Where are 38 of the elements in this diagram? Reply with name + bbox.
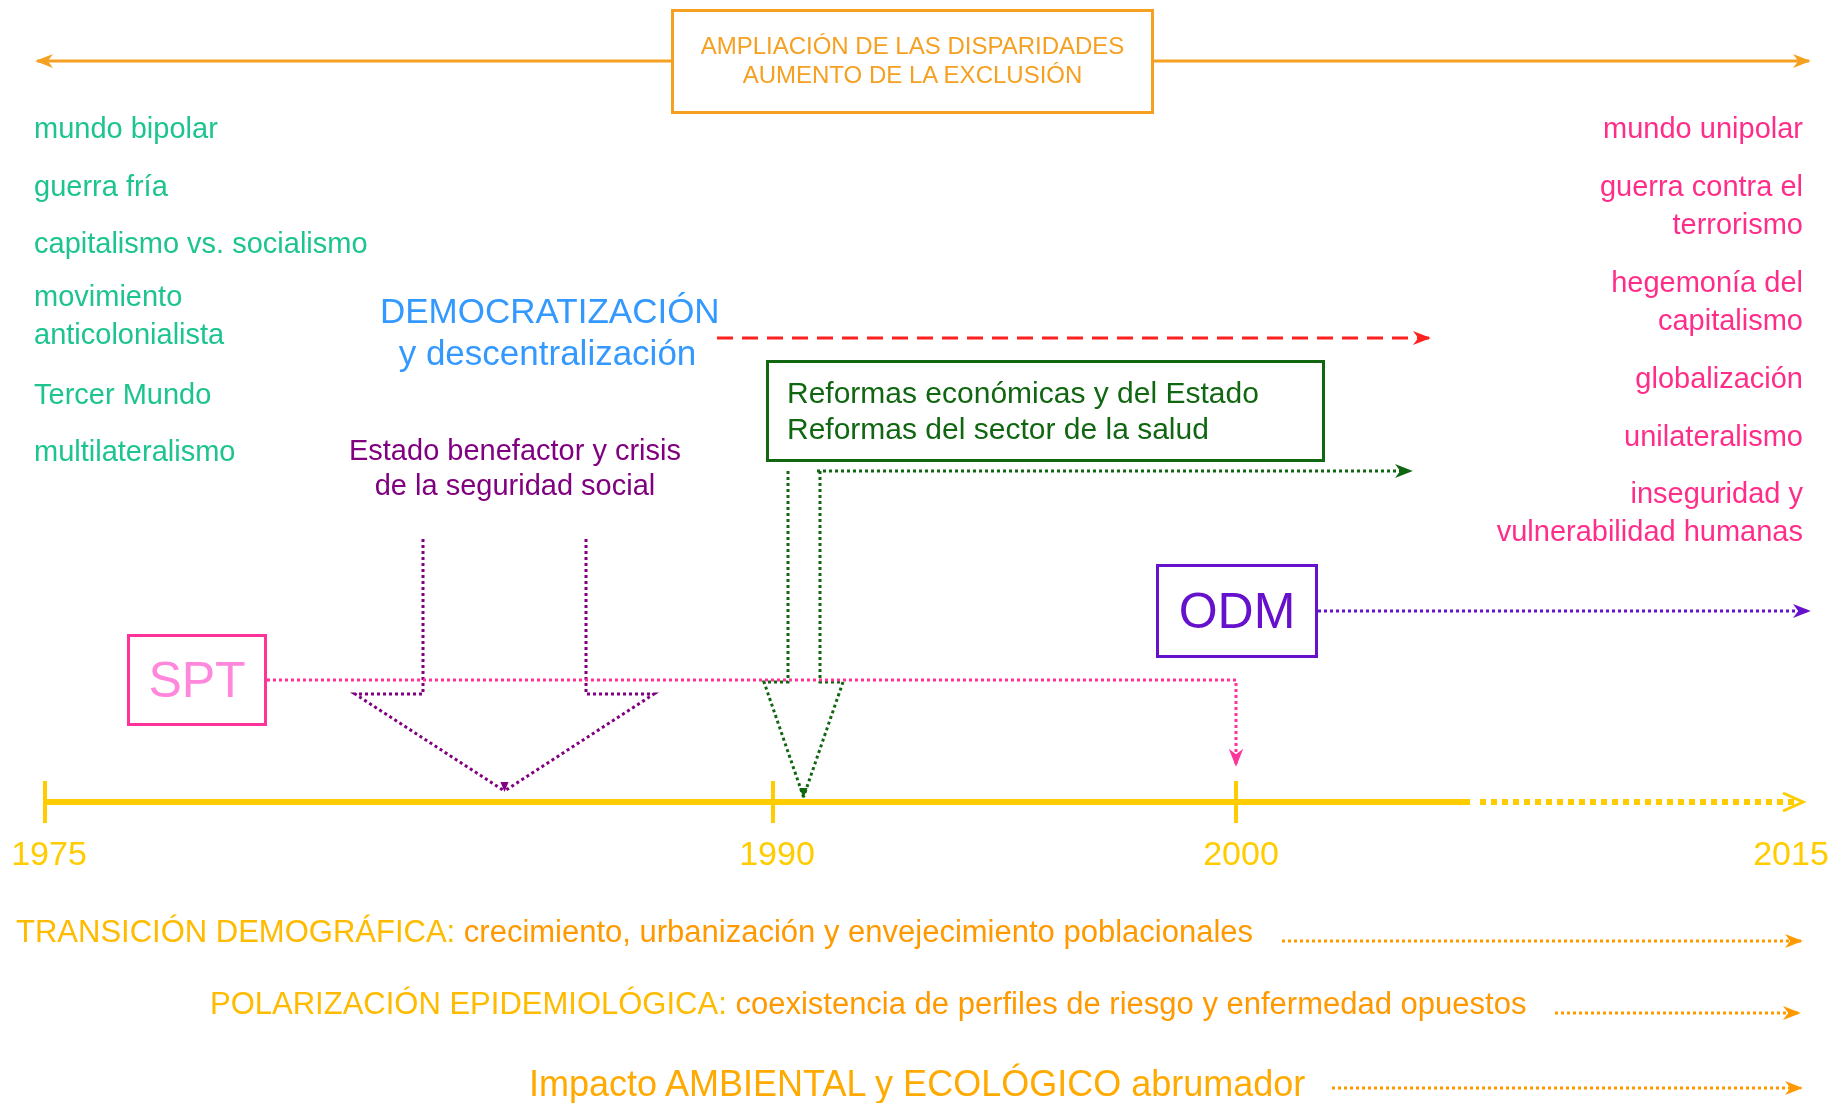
reform-box: Reformas económicas y del Estado Reformas del sector de la salud <box>766 360 1325 462</box>
context-label: mundo unipolar <box>1603 111 1803 146</box>
context-label: hegemonía del capitalismo <box>1610 265 1803 338</box>
context-label: mundo bipolar <box>34 111 218 146</box>
trend-text: crecimiento, urbanización y envejecimiento poblacionales <box>463 914 1254 949</box>
context-label: capitalismo vs. socialismo <box>34 226 368 261</box>
arrow <box>1154 53 1811 69</box>
year-label: 1975 <box>10 833 88 874</box>
trend-text: Impacto AMBIENTAL y ECOLÓGICO abrumador <box>529 1063 1306 1103</box>
hollow-arrow <box>761 469 846 799</box>
context-label: multilateralismo <box>34 434 236 469</box>
arrow <box>1555 1005 1801 1021</box>
title-box: AMPLIACIÓN DE LAS DISPARIDADES AUMENTO DE LA EXCLUSIÓN <box>671 9 1154 114</box>
context-label: Tercer Mundo <box>34 377 212 412</box>
context-label: movimiento anticolonialista <box>34 279 226 352</box>
arrow <box>817 463 1413 479</box>
arrow <box>1318 603 1811 619</box>
context-label: guerra fría <box>34 169 168 204</box>
note-text: Estado benefactor y crisis de la seguridad social <box>340 433 690 513</box>
context-label: unilateralismo <box>1624 419 1803 454</box>
arrow <box>1282 933 1803 949</box>
arrow <box>717 330 1431 346</box>
arrow <box>267 678 1244 767</box>
year-label: 2000 <box>1202 833 1280 874</box>
trend-heading: POLARIZACIÓN EPIDEMIOLÓGICA: <box>210 986 727 1021</box>
year-label: 2015 <box>1752 833 1830 874</box>
trend-text: coexistencia de perfiles de riesgo y enfermedad opuestos <box>735 986 1527 1021</box>
acronym-box: SPT <box>127 634 267 726</box>
context-label: guerra contra el terrorismo <box>1598 169 1803 242</box>
context-label: inseguridad y vulnerabilidad humanas <box>1495 476 1803 549</box>
arrow <box>35 53 671 69</box>
heading-text: DEMOCRATIZACIÓN y descentralización <box>380 290 715 385</box>
trend-heading: TRANSICIÓN DEMOGRÁFICA: <box>16 914 456 949</box>
context-label: globalización <box>1635 361 1803 396</box>
hollow-arrow <box>349 537 660 793</box>
year-label: 1990 <box>738 833 816 874</box>
arrow <box>1332 1080 1803 1096</box>
acronym-box: ODM <box>1156 564 1318 658</box>
